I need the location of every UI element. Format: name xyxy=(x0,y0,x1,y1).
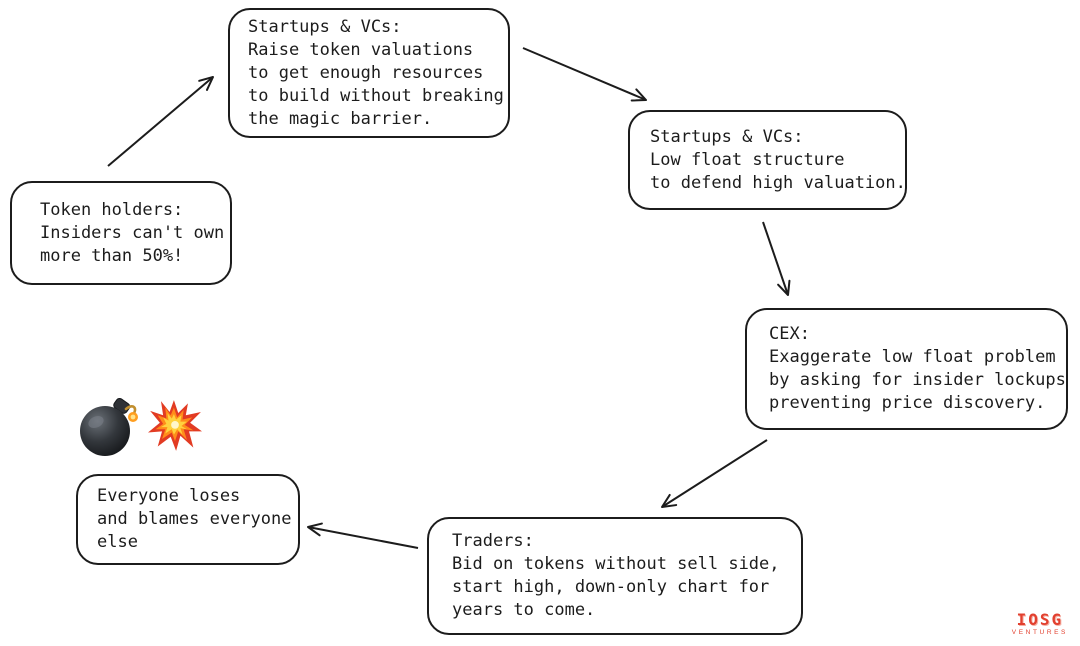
logo-title: IOSG xyxy=(1016,609,1064,629)
node-everyone-loses-text: Everyone loses and blames everyone else xyxy=(97,486,292,552)
explosion-icon xyxy=(146,399,204,453)
node-token-holders-text: Token holders: Insiders can't own more t… xyxy=(40,199,225,266)
arrow-startupsraise-to-lowfloat xyxy=(522,47,647,102)
node-traders: Traders: Bid on tokens without sell side… xyxy=(427,517,803,635)
iosg-ventures-logo: IOSG VENTURES xyxy=(1011,609,1068,637)
node-startups-raise-text: Startups & VCs: Raise token valuations t… xyxy=(248,16,504,129)
node-startups-low-float: Startups & VCs: Low float structure to d… xyxy=(628,110,907,210)
node-cex: CEX: Exaggerate low float problem by ask… xyxy=(745,308,1068,430)
arrow-tokenholders-to-startupsraise xyxy=(107,76,214,167)
node-token-holders: Token holders: Insiders can't own more t… xyxy=(10,181,232,285)
arrow-lowfloat-to-cex xyxy=(762,221,791,296)
bomb-icon xyxy=(78,396,140,458)
node-startups-low-float-text: Startups & VCs: Low float structure to d… xyxy=(650,126,906,193)
arrow-traders-to-everyoneloses xyxy=(307,522,419,549)
node-cex-text: CEX: Exaggerate low float problem by ask… xyxy=(769,324,1066,413)
node-everyone-loses: Everyone loses and blames everyone else xyxy=(76,474,300,565)
logo-subtitle: VENTURES xyxy=(1011,628,1068,636)
node-startups-raise-valuations: Startups & VCs: Raise token valuations t… xyxy=(228,8,510,138)
node-traders-text: Traders: Bid on tokens without sell side… xyxy=(452,531,780,620)
arrow-cex-to-traders xyxy=(661,439,768,508)
